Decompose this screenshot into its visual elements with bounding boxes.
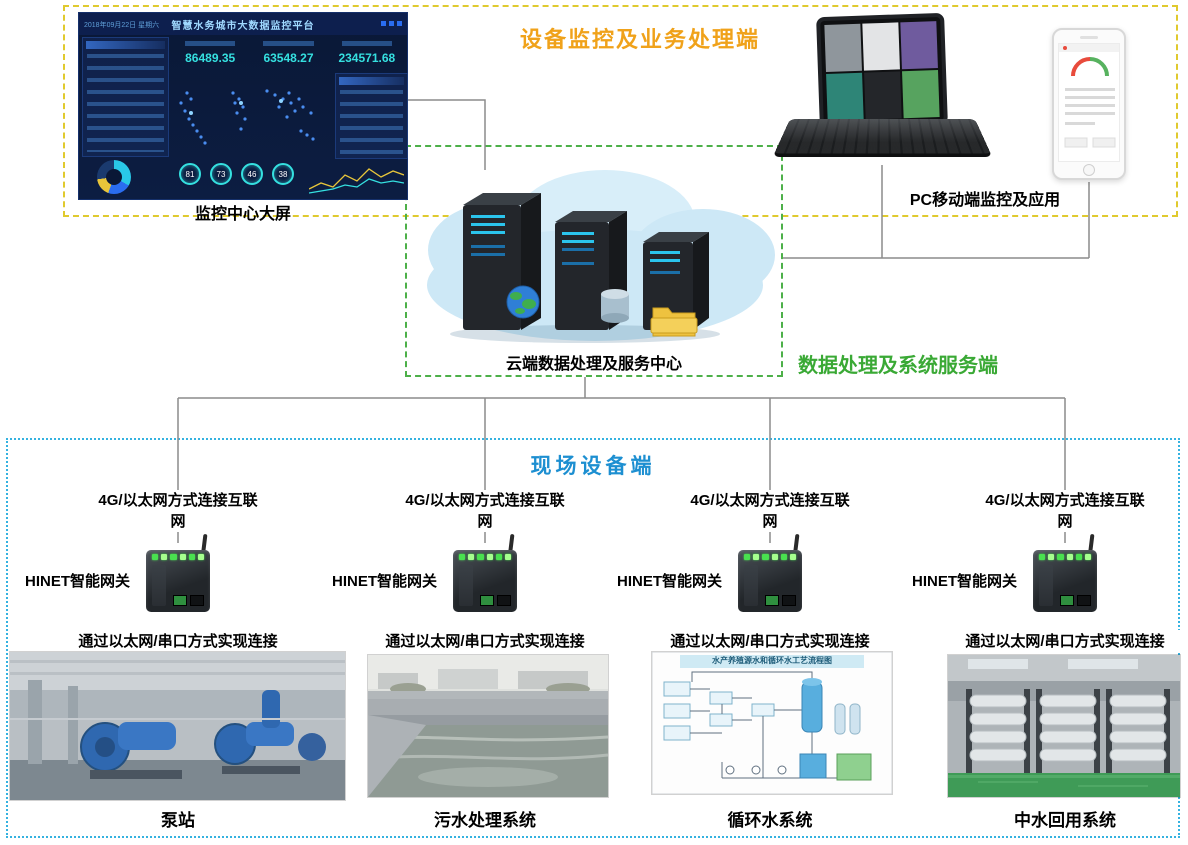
phone-home-button — [1083, 164, 1095, 176]
gauge: 38 — [272, 163, 294, 185]
uplink-text-4: 4G/以太网方式连接互联网 — [980, 490, 1150, 532]
dashboard-right-panel — [335, 73, 408, 159]
phone-screen — [1058, 43, 1120, 162]
dashboard-date: 2018年09月22日 星期六 — [84, 22, 160, 29]
cloud-server-graphic — [427, 170, 775, 343]
circulating-water-diagram — [652, 652, 892, 794]
dashboard-left-panel — [82, 37, 169, 157]
site-caption-1: 泵站 — [161, 811, 195, 830]
site-caption-2: 污水处理系统 — [434, 811, 536, 830]
gauge: 81 — [179, 163, 201, 185]
stat-value: 234571.68 — [338, 51, 396, 65]
stat-value: 86489.35 — [185, 51, 236, 65]
cloud-zone-side-label: 数据处理及系统服务端 — [798, 355, 998, 377]
gateway-label-4: HINET智能网关 — [905, 570, 1017, 591]
gateway-label-1: HINET智能网关 — [18, 570, 130, 591]
hinet-gateway-device-4 — [1028, 533, 1102, 616]
sewage-plant-photo — [368, 655, 608, 797]
hinet-gateway-device-1 — [141, 533, 215, 616]
smartphone — [1052, 28, 1126, 180]
water-reuse-photo — [948, 655, 1180, 797]
gauge: 73 — [210, 163, 232, 185]
cloud-caption: 云端数据处理及服务中心 — [505, 356, 682, 373]
downlink-text-4: 通过以太网/串口方式实现连接 — [945, 630, 1185, 651]
downlink-text-2: 通过以太网/串口方式实现连接 — [365, 630, 605, 651]
stat-box: 234571.68 — [328, 39, 406, 69]
laptop-screen — [816, 12, 948, 130]
hinet-gateway-device-2 — [448, 533, 522, 616]
stat-box: 86489.35 — [171, 39, 249, 69]
uplink-text-1: 4G/以太网方式连接互联网 — [93, 490, 263, 532]
downlink-text-3: 通过以太网/串口方式实现连接 — [650, 630, 890, 651]
dashboard-stat-row: 86489.35 63548.27 234571.68 — [171, 39, 406, 69]
hinet-gateway-device-3 — [733, 533, 807, 616]
diagram-title: 水产养殖源水和循环水工艺流程图 — [712, 656, 832, 665]
dashboard-screen-title: 智慧水务城市大数据监控平台 — [171, 20, 315, 32]
site-caption-3: 循环水系统 — [727, 811, 813, 830]
dashboard-header-icons — [381, 21, 402, 26]
donut-chart — [97, 160, 131, 194]
pc-mobile-caption: PC移动端监控及应用 — [909, 192, 1061, 209]
world-map-dots — [179, 89, 315, 145]
monitoring-zone-title: 设备监控及业务处理端 — [519, 27, 760, 52]
gateway-label-3: HINET智能网关 — [610, 570, 722, 591]
gateway-label-2: HINET智能网关 — [325, 570, 437, 591]
dashboard-header: 2018年09月22日 星期六 智慧水务城市大数据监控平台 — [79, 13, 407, 35]
field-zone-title: 现场设备端 — [530, 455, 656, 478]
downlink-text-1: 通过以太网/串口方式实现连接 — [58, 630, 298, 651]
monitoring-dashboard: 2018年09月22日 星期六 智慧水务城市大数据监控平台 86489.35 6… — [78, 12, 408, 200]
laptop — [772, 12, 993, 167]
gauge-row: 81 73 46 38 — [179, 163, 294, 185]
dashboard-caption: 监控中心大屏 — [194, 206, 291, 223]
phone-speaker — [1080, 36, 1098, 39]
uplink-text-2: 4G/以太网方式连接互联网 — [400, 490, 570, 532]
site-caption-4: 中水回用系统 — [1014, 811, 1116, 830]
mini-line-chart — [309, 168, 404, 194]
uplink-text-3: 4G/以太网方式连接互联网 — [685, 490, 855, 532]
stat-box: 63548.27 — [249, 39, 327, 69]
stat-value: 63548.27 — [263, 51, 314, 65]
gauge: 46 — [241, 163, 263, 185]
pump-station-photo — [10, 652, 345, 800]
laptop-keyboard — [772, 119, 993, 158]
